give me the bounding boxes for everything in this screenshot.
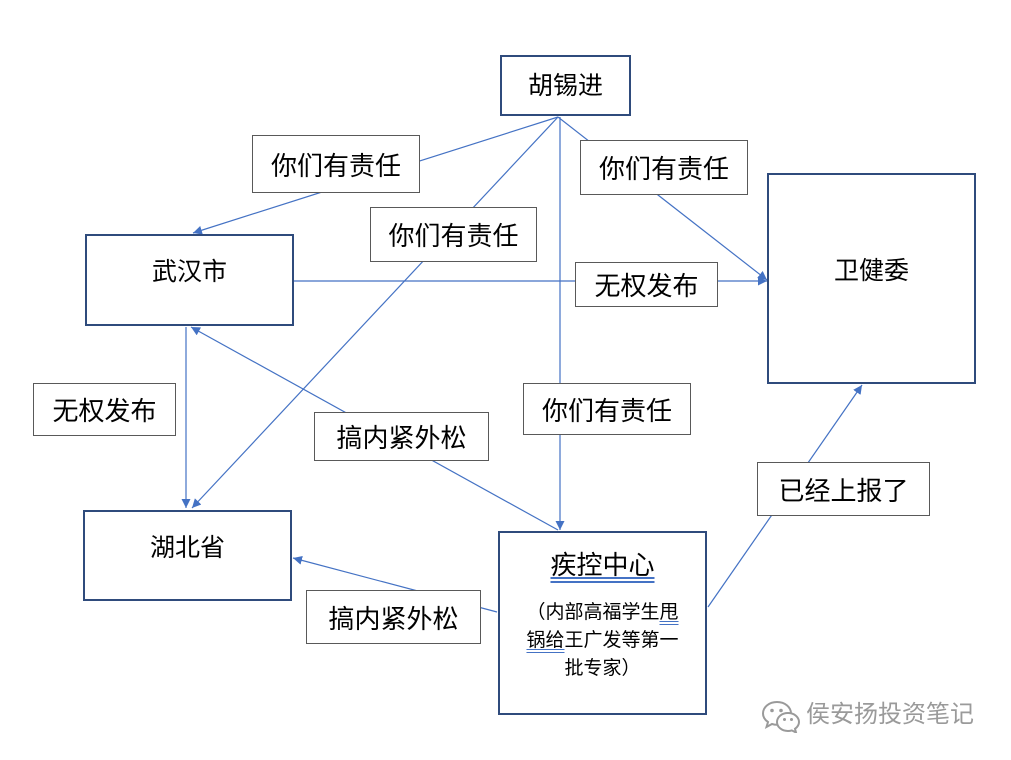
note-text: 批专家）: [564, 658, 641, 679]
arrow-hu-to-hubei: [191, 116, 559, 509]
node-wuhan-label: 武汉市: [151, 258, 227, 286]
note-underlined-text: 锅给: [526, 630, 565, 651]
edge-label-hu-to-hubei: 你们有责任: [370, 207, 537, 262]
node-weijianwei: 卫健委: [767, 173, 976, 384]
edge-label-cdc-to-hubei: 搞内紧外松: [306, 590, 481, 644]
watermark-text: 侯安扬投资笔记: [806, 701, 974, 728]
node-hu-xijin: 胡锡进: [500, 55, 631, 116]
wechat-icon: [761, 700, 801, 733]
node-wuhan: 武汉市: [85, 234, 294, 326]
node-weijianwei-label: 卫健委: [833, 256, 909, 285]
node-cdc: 疾控中心 （内部高福学生甩 锅给王广发等第一 批专家）: [498, 531, 707, 715]
node-cdc-note: （内部高福学生甩 锅给王广发等第一 批专家）: [500, 599, 705, 683]
edge-label-hu-to-cdc: 你们有责任: [523, 383, 691, 435]
edge-label-cdc-to-wuhan: 搞内紧外松: [314, 412, 489, 461]
node-cdc-note-line-3: 批专家）: [500, 655, 705, 683]
node-cdc-title-row: 疾控中心: [500, 549, 705, 581]
node-hu-xijin-label: 胡锡进: [527, 71, 603, 100]
node-hubei: 湖北省: [83, 510, 292, 601]
node-cdc-note-line-1: （内部高福学生甩: [500, 599, 705, 627]
node-cdc-title: 疾控中心: [550, 550, 655, 580]
node-cdc-note-line-2: 锅给王广发等第一: [500, 627, 705, 655]
node-hubei-label: 湖北省: [149, 533, 225, 562]
edge-label-hu-to-wuhan: 你们有责任: [252, 135, 420, 193]
note-text: （内部高福学生: [526, 602, 660, 623]
edge-label-wuhan-to-hubei: 无权发布: [33, 383, 176, 436]
edge-label-cdc-to-weijianwei: 已经上报了: [757, 462, 930, 516]
note-text: 王广发等第一: [564, 630, 679, 651]
note-underlined-text: 甩: [659, 602, 679, 623]
edge-label-hu-to-weijianwei: 你们有责任: [580, 140, 748, 195]
edge-label-wuhan-to-weijianwei: 无权发布: [575, 262, 718, 307]
